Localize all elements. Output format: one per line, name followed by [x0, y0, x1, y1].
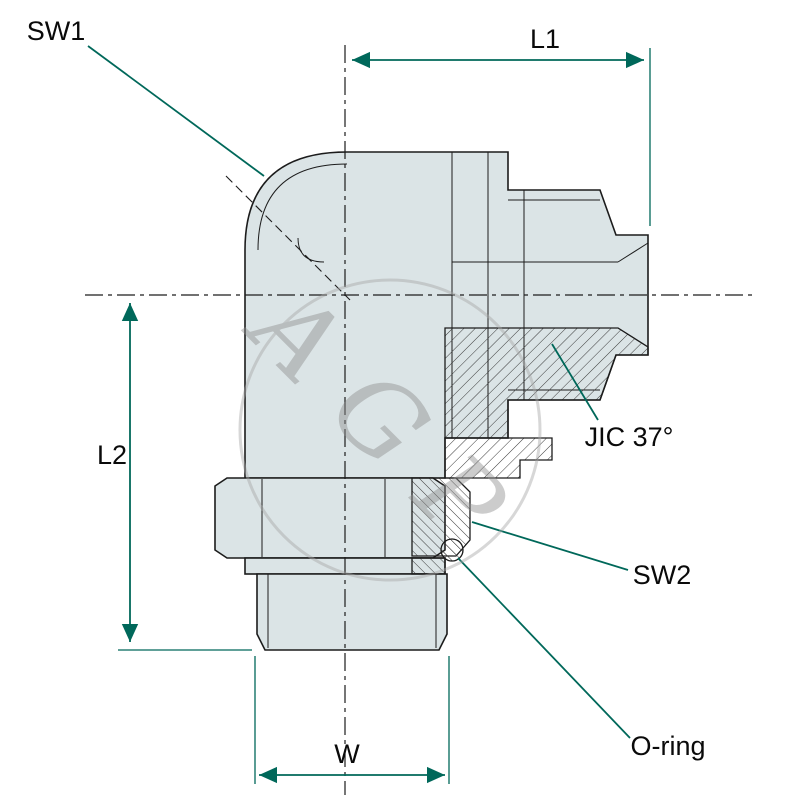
elbow-miter-line — [225, 175, 351, 301]
flare-cone-top — [617, 242, 649, 263]
label-l2: L2 — [97, 440, 127, 470]
corner-wall-arc — [257, 163, 348, 251]
label-o-ring: O-ring — [630, 731, 705, 761]
label-w: W — [334, 739, 360, 769]
watermark-circle — [238, 278, 542, 582]
label-jic-37: JIC 37° — [585, 422, 674, 452]
centerlines — [85, 45, 757, 795]
threaded-stud — [256, 573, 448, 651]
inner-corner-arc — [297, 237, 325, 263]
jic-leader-line — [551, 343, 599, 421]
locknut-section-hatch — [411, 477, 471, 557]
fitting-body — [214, 151, 649, 651]
label-sw1: SW1 — [27, 16, 86, 46]
label-sw2: SW2 — [633, 560, 692, 590]
sw2-leader-line — [471, 521, 629, 571]
washer-section-hatch — [411, 557, 446, 575]
o-ring-leader-line — [457, 557, 631, 739]
sw1-leader-line — [87, 45, 265, 177]
section-hatching — [411, 327, 649, 575]
dimension-annotations: L1 L2 W SW1 JIC 37° SW2 O-ring — [27, 16, 706, 784]
label-l1: L1 — [530, 24, 560, 54]
o-ring-section — [440, 538, 464, 562]
